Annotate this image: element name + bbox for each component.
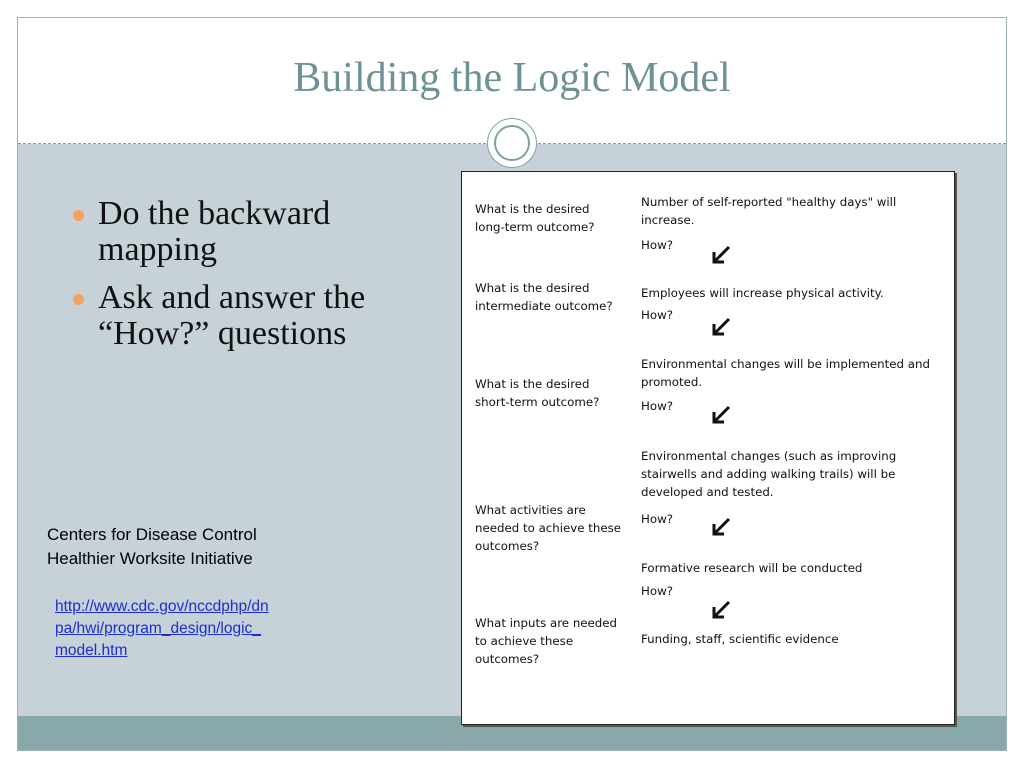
bullet-dot-icon (73, 210, 84, 221)
diagram-question: What activities are needed to achieve th… (475, 503, 622, 553)
logic-model-diagram: What is the desired long-term outcome? N… (461, 171, 955, 725)
how-label: How? (641, 584, 673, 598)
diagram-answer: Employees will increase physical activit… (641, 286, 884, 300)
ring-ornament-icon (487, 118, 537, 168)
source-link[interactable]: http://www.cdc.gov/nccdphp/dn pa/hwi/pro… (55, 596, 345, 662)
source-line: Centers for Disease Control (47, 525, 257, 544)
how-label: How? (641, 399, 673, 413)
diagram-question: What inputs are needed to achieve these … (475, 616, 618, 666)
down-left-arrow-icon (712, 317, 731, 336)
slide-title: Building the Logic Model (293, 55, 731, 101)
diagram-answer: Number of self-reported "healthy days" w… (641, 195, 897, 227)
bullet-item: Ask and answer the “How?” questions (73, 280, 403, 352)
down-left-arrow-icon (712, 517, 731, 536)
how-label: How? (641, 308, 673, 322)
diagram-question: What is the desired intermediate outcome… (475, 281, 613, 313)
link-line: pa/hwi/program_design/logic_ (55, 620, 261, 637)
link-line: model.htm (55, 642, 128, 659)
bullet-text: Do the backward mapping (98, 195, 331, 268)
bullet-text: Ask and answer the “How?” questions (98, 279, 366, 352)
down-left-arrow-icon (712, 245, 731, 264)
link-line: http://www.cdc.gov/nccdphp/dn (55, 598, 269, 615)
diagram-question: What is the desired long-term outcome? (475, 202, 595, 234)
diagram-answer: Environmental changes will be implemente… (641, 357, 930, 389)
diagram-answer: Formative research will be conducted (641, 561, 863, 575)
diagram-answer: Environmental changes (such as improving… (641, 449, 897, 499)
source-citation: Centers for Disease Control Healthier Wo… (47, 523, 257, 571)
down-left-arrow-icon (712, 405, 731, 424)
how-label: How? (641, 238, 673, 252)
diagram-question: What is the desired short-term outcome? (475, 377, 600, 409)
source-line: Healthier Worksite Initiative (47, 549, 253, 568)
down-left-arrow-icon (712, 600, 731, 619)
diagram-answer: Funding, staff, scientific evidence (641, 632, 839, 646)
bullet-item: Do the backward mapping (73, 196, 403, 268)
how-label: How? (641, 512, 673, 526)
bullet-list: Do the backward mapping Ask and answer t… (73, 196, 403, 364)
bullet-dot-icon (73, 294, 84, 305)
